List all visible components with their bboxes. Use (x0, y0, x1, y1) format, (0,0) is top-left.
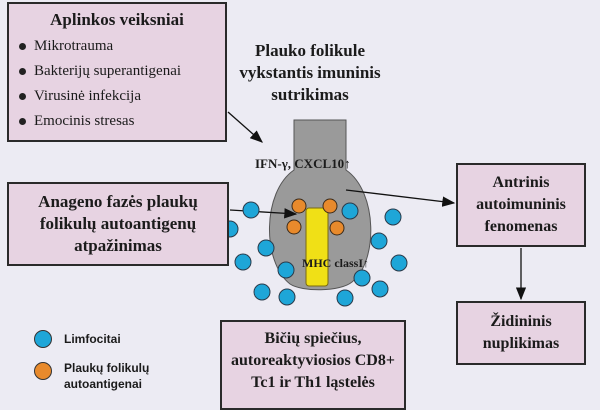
lymphocyte (234, 253, 252, 271)
lymphocyte (242, 201, 260, 219)
list-item: Mikrotrauma (19, 34, 215, 59)
lymphocyte (370, 232, 388, 250)
legend-lymphocytes-label: Limfocitai (64, 332, 121, 346)
arrow-follicle-to-secondary (345, 189, 456, 207)
swarm-box: Bičių spiečius, autoreaktyviosios CD8+ T… (220, 320, 406, 410)
bullet-icon (19, 43, 26, 50)
lymphocyte-icon (34, 330, 52, 348)
bullet-icon (19, 118, 26, 125)
hair-shaft (305, 207, 329, 287)
autoantigen (322, 198, 338, 214)
lymphocyte (253, 283, 271, 301)
bullet-icon (19, 93, 26, 100)
follicle-title: Plauko folikule vykstantis imuninis sutr… (239, 41, 381, 104)
secondary-autoimmune-box: Antrinis autoimuninis fenomenas (456, 163, 586, 247)
list-item: Emocinis stresas (19, 109, 215, 134)
arrow-risk-to-follicle (227, 111, 263, 143)
environmental-factors-list: Mikrotrauma Bakterijų superantigenai Vir… (19, 34, 215, 134)
alopecia-box: Židininis nuplikimas (456, 301, 586, 365)
lymphocyte (384, 208, 402, 226)
lymphocyte (257, 239, 275, 257)
autoantigen-cells (286, 198, 345, 236)
list-item: Bakterijų superantigenai (19, 59, 215, 84)
lymphocyte (277, 261, 295, 279)
autoantigen (291, 198, 307, 214)
autoantigen (329, 220, 345, 236)
legend-autoantigens: Plaukų folikulų autoantigenai (34, 361, 174, 392)
arrow-recognition-to-follicle (229, 208, 298, 219)
lymphocyte (336, 289, 354, 307)
legend-lymphocytes: Limfocitai (34, 330, 121, 348)
environmental-factors-box: Aplinkos veiksniai Mikrotrauma Bakterijų… (7, 2, 227, 142)
bullet-icon (19, 68, 26, 75)
list-item: Virusinė infekcija (19, 84, 215, 109)
legend-autoantigens-label: Plaukų folikulų autoantigenai (64, 361, 150, 391)
lymphocyte (278, 288, 296, 306)
mhc-label: MHC classI↑ (302, 256, 369, 270)
lymphocyte (371, 280, 389, 298)
autoantigen-icon (34, 362, 52, 380)
cytokine-label: IFN-γ, CXCL10↑ (255, 156, 351, 171)
autoantigen (286, 219, 302, 235)
lymphocyte (353, 269, 371, 287)
lymphocyte (390, 254, 408, 272)
autoantigen-recognition-box: Anageno fazės plaukų folikulų autoantige… (7, 182, 229, 266)
environmental-factors-title: Aplinkos veiksniai (50, 10, 184, 29)
lymphocyte (341, 202, 359, 220)
